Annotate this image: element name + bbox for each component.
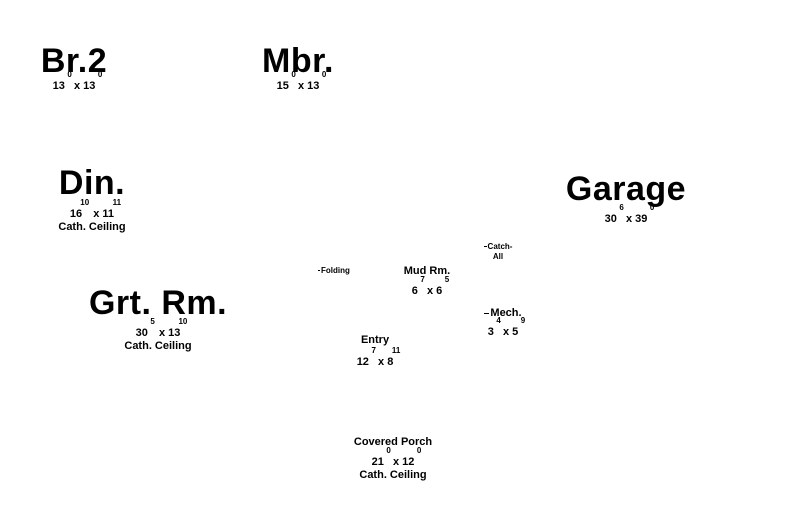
room-din-ceiling-note: Cath. Ceiling	[58, 221, 126, 233]
room-great-room-ceiling-note: Cath. Ceiling	[124, 340, 192, 352]
room-garage-name: Garage	[565, 170, 687, 208]
room-mbr-name: Mbr.	[262, 42, 334, 80]
room-covered-porch-name: Covered Porch	[353, 436, 433, 448]
room-entry-name: Entry	[360, 334, 390, 346]
catch-all-label: Catch- All	[476, 242, 520, 262]
room-mech-name: Mech.	[478, 307, 528, 319]
room-great-room-name: Grt. Rm.	[88, 284, 228, 322]
room-covered-porch-ceiling-note: Cath. Ceiling	[359, 469, 427, 481]
folding-label: Folding	[318, 266, 350, 276]
room-mud-room-name: Mud Rm.	[403, 265, 451, 277]
room-din-name: Din.	[58, 164, 126, 202]
room-br2-name: Br.2	[40, 42, 108, 80]
